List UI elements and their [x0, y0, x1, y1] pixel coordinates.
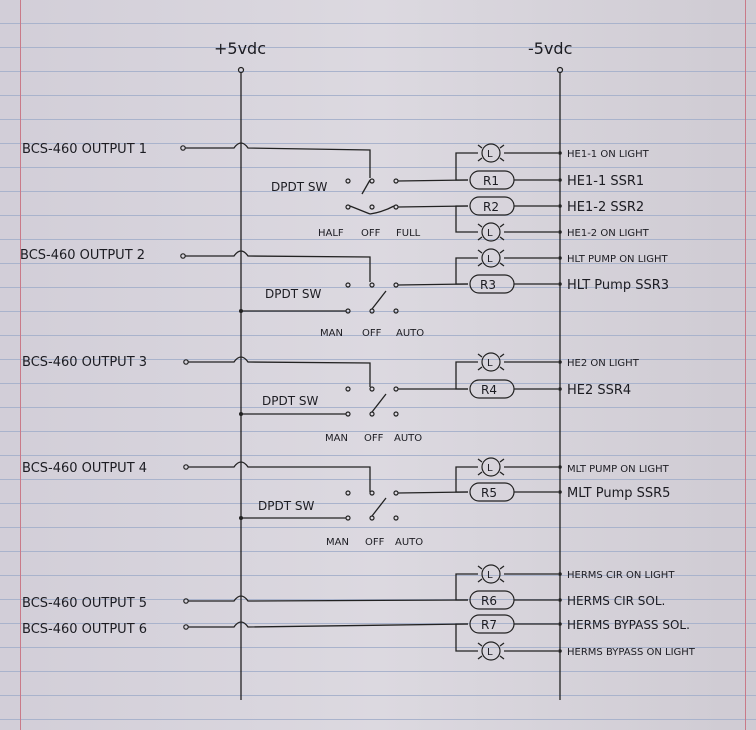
switch-label: DPDT SW [258, 499, 314, 513]
output-2: BCS-460 OUTPUT 2 [20, 248, 371, 282]
switch-label: DPDT SW [265, 287, 321, 301]
relay-r1: R1 [469, 170, 515, 190]
branch-wiring [455, 152, 478, 652]
svg-text:L: L [487, 463, 493, 474]
dpdt-switch-2: DPDT SW MAN OFF AUTO [239, 282, 469, 339]
load-label: HE1-1 SSR1 [567, 174, 644, 189]
switch-position: OFF [365, 537, 385, 548]
switch-label: DPDT SW [271, 180, 327, 194]
relay-r6: R6 [469, 590, 515, 610]
switch-position: HALF [318, 228, 344, 239]
relays: R1 R2 R3 R4 R5 R6 R7 [469, 170, 515, 634]
dpdt-switch-1: DPDT SW HALF OFF FULL [271, 178, 469, 239]
switch-position: OFF [364, 433, 384, 444]
svg-text:L: L [487, 254, 493, 265]
indicator-light: L [477, 457, 505, 477]
output-label: BCS-460 OUTPUT 3 [22, 355, 147, 370]
switch-position: FULL [396, 228, 421, 239]
relay-r2: R2 [469, 196, 515, 216]
load-label: HERMS CIR ON LIGHT [567, 570, 675, 581]
switch-position: AUTO [395, 537, 423, 548]
dpdt-switch-3: DPDT SW MAN OFF AUTO [239, 386, 468, 444]
relay-r7: R7 [469, 614, 515, 634]
svg-text:R3: R3 [480, 278, 496, 292]
switch-position: AUTO [396, 328, 424, 339]
load-labels: HE1-1 ON LIGHT HE1-1 SSR1 HE1-2 SSR2 HE1… [567, 149, 696, 658]
switch-position: MAN [326, 537, 349, 548]
load-label: HE1-1 ON LIGHT [567, 149, 650, 160]
indicator-light: L [477, 248, 505, 268]
load-label: HE1-2 SSR2 [567, 200, 644, 215]
load-label: HLT PUMP ON LIGHT [567, 254, 669, 265]
negative-rail: -5vdc [528, 39, 572, 700]
indicator-light: L [477, 143, 505, 163]
indicator-light: L [477, 352, 505, 372]
svg-text:R7: R7 [481, 618, 497, 632]
output-label: BCS-460 OUTPUT 1 [22, 142, 147, 157]
indicator-light: L [477, 564, 505, 584]
positive-rail-label: +5vdc [214, 39, 266, 58]
load-label: HERMS BYPASS SOL. [567, 618, 690, 632]
indicator-light: L [477, 222, 505, 242]
output-label: BCS-460 OUTPUT 4 [22, 461, 147, 476]
load-label: HERMS BYPASS ON LIGHT [567, 647, 696, 658]
output-6: BCS-460 OUTPUT 6 [22, 621, 469, 637]
load-label: MLT PUMP ON LIGHT [567, 464, 670, 475]
margin-line-right [745, 0, 746, 730]
margin-line [20, 0, 21, 730]
svg-text:R5: R5 [481, 486, 497, 500]
output-label: BCS-460 OUTPUT 2 [20, 248, 145, 263]
svg-text:L: L [487, 228, 493, 239]
output-label: BCS-460 OUTPUT 6 [22, 622, 147, 637]
switch-position: OFF [361, 228, 381, 239]
svg-text:R2: R2 [483, 200, 499, 214]
output-1: BCS-460 OUTPUT 1 [22, 142, 371, 178]
load-label: HE2 SSR4 [567, 383, 631, 398]
svg-text:L: L [487, 149, 493, 160]
indicator-lights: L L L L L L L [477, 143, 505, 661]
load-label: HE2 ON LIGHT [567, 358, 640, 369]
switch-label: DPDT SW [262, 394, 318, 408]
output-5: BCS-460 OUTPUT 5 [22, 595, 469, 611]
load-label: MLT Pump SSR5 [567, 486, 670, 501]
output-label: BCS-460 OUTPUT 5 [22, 596, 147, 611]
indicator-light: L [477, 641, 505, 661]
svg-text:L: L [487, 358, 493, 369]
relay-r5: R5 [469, 482, 515, 502]
load-label: HE1-2 ON LIGHT [567, 228, 650, 239]
svg-text:L: L [487, 570, 493, 581]
load-label: HERMS CIR SOL. [567, 594, 665, 608]
output-4: BCS-460 OUTPUT 4 [22, 461, 371, 492]
switch-position: MAN [320, 328, 343, 339]
svg-text:R1: R1 [483, 174, 499, 188]
dpdt-switch-4: DPDT SW MAN OFF AUTO [239, 490, 469, 548]
switch-position: MAN [325, 433, 348, 444]
svg-text:L: L [487, 647, 493, 658]
negative-rail-label: -5vdc [528, 39, 572, 58]
svg-text:R4: R4 [481, 383, 497, 397]
switch-position: OFF [362, 328, 382, 339]
relay-r4: R4 [469, 379, 515, 399]
svg-text:R6: R6 [481, 594, 497, 608]
switch-position: AUTO [394, 433, 422, 444]
load-label: HLT Pump SSR3 [567, 278, 669, 293]
output-3: BCS-460 OUTPUT 3 [22, 355, 371, 387]
load-wiring [504, 151, 562, 653]
relay-r3: R3 [469, 274, 515, 294]
